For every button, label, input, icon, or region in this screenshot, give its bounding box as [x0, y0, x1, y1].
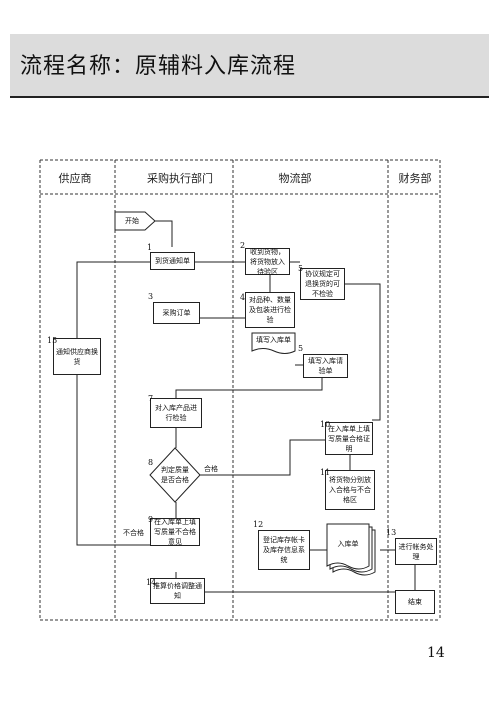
start-label: 开始	[125, 217, 139, 225]
step-number: 8	[148, 458, 154, 467]
lane-purchasing: 采购执行部门	[147, 172, 213, 185]
step-number: 15	[47, 336, 58, 345]
step-number: 11	[320, 468, 331, 477]
step-price-notice: 推算价格调整通知	[150, 578, 205, 604]
step-sort-goods: 将货物分别放入合格与不合格区	[325, 470, 375, 510]
step-number: 5	[298, 264, 304, 273]
step-fail-note: 在入库单上填写质量不合格意见	[150, 518, 200, 546]
lane-supplier: 供应商	[58, 172, 92, 185]
step-number: 12	[253, 520, 264, 529]
step-number: 4	[240, 293, 246, 302]
step-pass-cert: 在入库单上填写质量合格证明	[325, 422, 373, 455]
start-shape	[114, 211, 156, 231]
step-accounting: 进行帐务处理	[395, 538, 437, 565]
lane-finance: 财务部	[398, 172, 432, 185]
doc-receipt: 入库单	[337, 540, 359, 548]
step-fill-receipt: 填写入库单	[256, 336, 291, 344]
step-exempt-inspection: 协议规定可退换货的可不检验	[300, 268, 345, 300]
lane-logistics: 物流部	[278, 172, 312, 185]
step-number: 3	[148, 292, 154, 301]
step-inspection-request: 填写入库请验单	[303, 354, 348, 378]
branch-pass-label: 合格	[204, 465, 218, 473]
title-bar: 流程名称：原辅料入库流程	[10, 34, 489, 98]
step-end: 结束	[395, 590, 435, 614]
step-quality-decision: 判定质量是否合格	[161, 466, 189, 484]
step-number: 5	[298, 344, 304, 353]
decision-shape	[149, 447, 201, 503]
step-inspect-quantity: 对品种、数量及包装进行检验	[245, 292, 295, 328]
step-number: 2	[240, 241, 246, 250]
step-number: 10	[320, 420, 331, 429]
step-number: 7	[148, 394, 154, 403]
step-register-stock: 登记库存帐卡及库存信息系统	[258, 530, 310, 570]
step-arrival-notice: 到货通知单	[150, 252, 195, 270]
step-number: 13	[386, 528, 397, 537]
page-number: 14	[427, 645, 445, 661]
page-title: 流程名称：原辅料入库流程	[20, 54, 297, 79]
step-notify-supplier: 通知供应商换货	[53, 338, 101, 375]
step-number: 9	[148, 515, 154, 524]
branch-fail-label: 不合格	[123, 529, 144, 537]
step-purchase-order: 采购订单	[153, 302, 200, 324]
step-number: 1	[147, 243, 153, 252]
step-number: 14	[146, 578, 157, 587]
step-product-inspection: 对入库产品进行检验	[150, 398, 202, 428]
step-receive-goods: 收到货物，将货物放入待验区	[245, 248, 290, 276]
